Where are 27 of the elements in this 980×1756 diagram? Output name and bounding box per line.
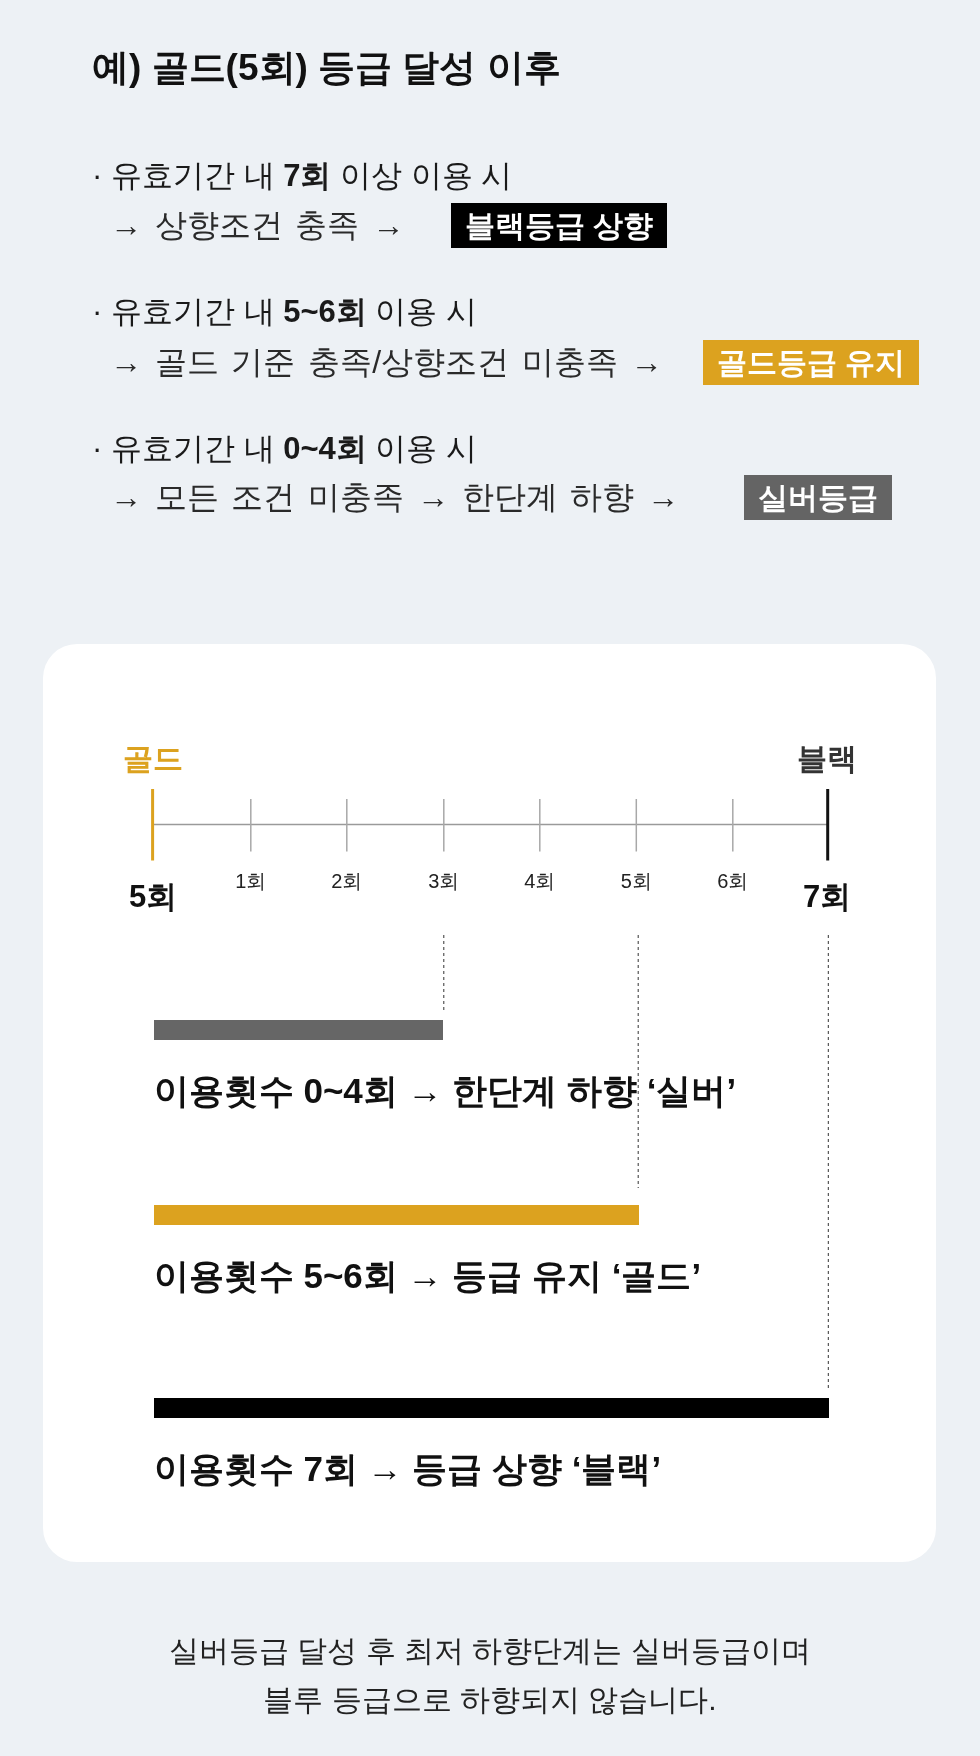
flow-text: → 상향조건 충족 → — [110, 206, 405, 245]
tick-label: 1회 — [235, 869, 267, 894]
grade-badge: 실버등급 — [743, 474, 892, 520]
range-caption: 이용횟수 5~6회 → 등급 유지 ‘골드’ — [153, 1255, 702, 1297]
grade-label: 블랙 — [797, 740, 857, 777]
bullet-text: · 유효기간 내 0~4회 이용 시 — [92, 430, 477, 468]
grade-label: 골드 — [122, 740, 183, 777]
bullet-text: · 유효기간 내 5~6회 이용 시 — [92, 293, 477, 331]
footnote: 실버등급 달성 후 최저 하향단계는 실버등급이며 블루 등급으로 하향되지 않습니다. — [168, 1633, 812, 1718]
bullet-text: · 유효기간 내 7회 이상 이용 시 — [92, 157, 513, 195]
range-bar — [153, 1020, 443, 1040]
grade-badge: 골드등급 유지 — [703, 339, 920, 385]
tick-label: 4회 — [524, 869, 556, 894]
tick-label: 5회 — [620, 869, 652, 894]
axis-end-label: 5회 — [128, 878, 178, 916]
tick-label: 3회 — [428, 869, 460, 894]
range-caption: 이용횟수 7회 → 등급 상향 ‘블랙’ — [153, 1448, 662, 1490]
flow-text: → 골드 기준 충족/상향조건 미충족 → — [110, 343, 663, 382]
grade-badge: 블랙등급 상향 — [451, 202, 668, 248]
range-bar — [153, 1398, 829, 1418]
title: 예) 골드(5회) 등급 달성 이후 — [92, 46, 561, 90]
axis-end-label: 7회 — [802, 878, 852, 916]
tick-label: 2회 — [331, 869, 363, 894]
range-caption: 이용횟수 0~4회 → 한단계 하향 ‘실버’ — [153, 1070, 737, 1112]
range-bar — [153, 1205, 639, 1225]
flow-text: → 모든 조건 미충족 → 한단계 하향 → — [110, 478, 680, 517]
tick-label: 6회 — [717, 869, 749, 894]
